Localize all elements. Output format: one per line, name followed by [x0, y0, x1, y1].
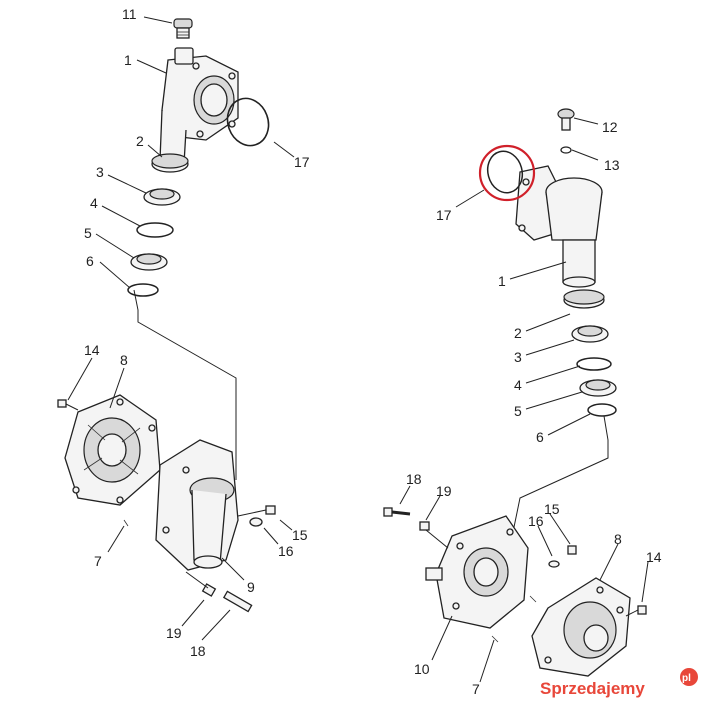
- label-16-left: 16: [278, 543, 294, 559]
- right-assembly: [383, 108, 647, 677]
- label-19-left: 19: [166, 625, 182, 641]
- left-assembly: [57, 18, 276, 613]
- label-9: 9: [247, 579, 255, 595]
- part-17-oring-right: [486, 150, 524, 194]
- part-14-bolt-left: [57, 399, 79, 411]
- label-18-right: 18: [406, 471, 422, 487]
- label-16-right: 16: [528, 513, 544, 529]
- label-17-right: 17: [436, 207, 452, 223]
- part-17-oring-left: [226, 97, 270, 147]
- label-15-right: 15: [544, 501, 560, 517]
- parts-18-19-right: [383, 507, 449, 549]
- label-8-right: 8: [614, 531, 622, 547]
- label-7-left: 7: [94, 553, 102, 569]
- label-6-left: 6: [86, 253, 94, 269]
- label-12: 12: [602, 119, 618, 135]
- part-1-housing-right: [515, 165, 603, 288]
- label-8-left: 8: [120, 352, 128, 368]
- label-7-right: 7: [472, 681, 480, 697]
- parts-18-19-left: [185, 571, 253, 613]
- leader-lines: [67, 16, 649, 683]
- label-5-right: 5: [514, 403, 522, 419]
- label-18-left: 18: [190, 643, 206, 659]
- label-19-right: 19: [436, 483, 452, 499]
- label-3-right: 3: [514, 349, 522, 365]
- label-14-left: 14: [84, 342, 100, 358]
- label-4-right: 4: [514, 377, 522, 393]
- label-3-left: 3: [96, 164, 104, 180]
- part-12-cap: [557, 108, 575, 131]
- watermark-text: Sprzedajemy: [540, 679, 645, 698]
- watermark-badge: [680, 668, 698, 686]
- label-4-left: 4: [90, 195, 98, 211]
- left-seal-stack: [127, 153, 189, 297]
- part-13-small-oring: [560, 146, 572, 154]
- label-1-left: 1: [124, 52, 132, 68]
- label-10: 10: [414, 661, 430, 677]
- parts-15-16-right: [548, 545, 577, 568]
- part-17-oring-highlighted: [478, 144, 536, 202]
- label-15-left: 15: [292, 527, 308, 543]
- label-13: 13: [604, 157, 620, 173]
- part-8-cover-plate-right: [531, 577, 631, 677]
- part-8-cover-plate-left: [64, 394, 161, 506]
- parts-15-16-left: [237, 505, 276, 527]
- label-2-left: 2: [136, 133, 144, 149]
- label-1-right: 1: [498, 273, 506, 289]
- part-11-cap: [173, 18, 193, 39]
- part-1-elbow-housing: [159, 47, 239, 166]
- label-6-right: 6: [536, 429, 544, 445]
- part-number-labels: 11 1 17 2 3 4 5 6 14 8 7 15 16 9 19 18 1…: [84, 6, 662, 697]
- label-5-left: 5: [84, 225, 92, 241]
- part-10-pump-housing: [425, 515, 529, 629]
- label-11: 11: [122, 6, 137, 22]
- label-17-left: 17: [294, 154, 310, 170]
- part-7-stud-right: [491, 635, 499, 643]
- watermark-suffix: pl: [682, 673, 691, 684]
- right-seal-stack: [563, 289, 617, 417]
- part-9-pump-housing: [155, 439, 239, 571]
- watermark: Sprzedajemy pl: [540, 668, 698, 698]
- label-14-right: 14: [646, 549, 662, 565]
- label-2-right: 2: [514, 325, 522, 341]
- part-14-bolt-right: [625, 605, 647, 617]
